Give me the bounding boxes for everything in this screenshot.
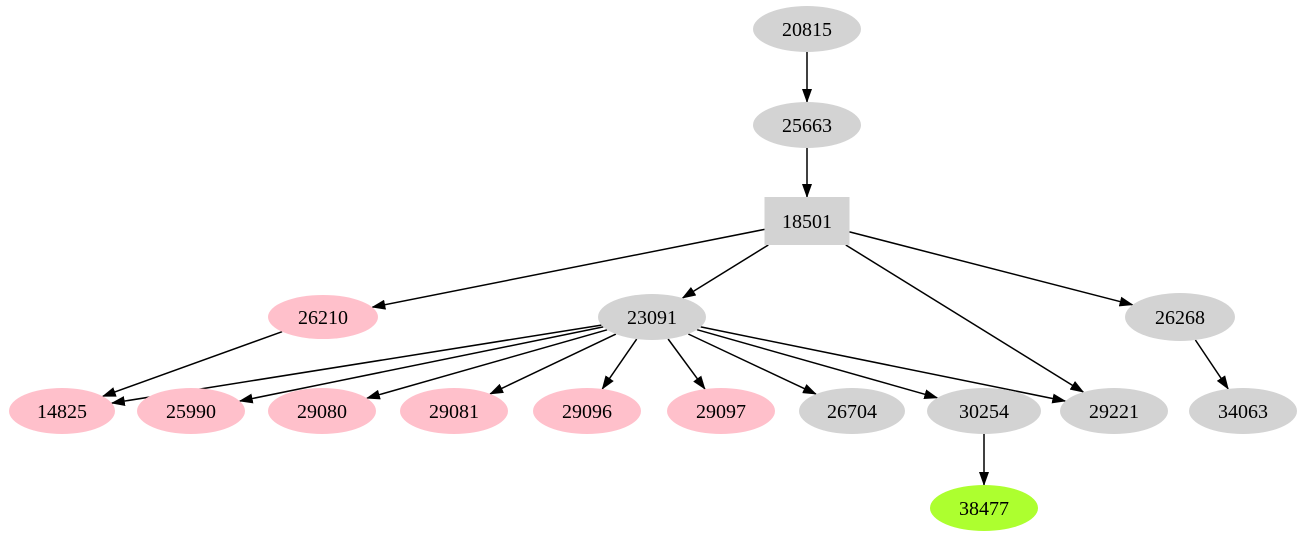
node-shape-ellipse [927, 388, 1041, 434]
node-shape-ellipse [667, 388, 775, 434]
node-label: 20815 [782, 19, 832, 41]
node-25990: 25990 [137, 388, 245, 434]
edge-23091-29081 [489, 333, 617, 395]
node-shape-ellipse [1125, 293, 1235, 341]
node-shape-ellipse [533, 388, 641, 434]
node-label: 29221 [1089, 401, 1139, 423]
edge-23091-26704 [687, 333, 817, 395]
node-label: 30254 [959, 401, 1009, 423]
node-shape-ellipse [930, 485, 1038, 531]
node-shape-ellipse [9, 388, 115, 434]
node-layer: 20815 25663 18501 26210 23091 26268 14825 25990… [9, 6, 1297, 531]
node-shape-ellipse [753, 102, 861, 148]
node-shape-ellipse [753, 6, 861, 52]
node-label: 26704 [827, 401, 877, 423]
node-label: 29097 [696, 401, 746, 423]
node-label: 29080 [297, 401, 347, 423]
node-shape-box [764, 197, 850, 245]
edge-23091-29221 [700, 326, 1067, 404]
node-shape-ellipse [799, 388, 905, 434]
node-label: 29096 [562, 401, 612, 423]
node-shape-ellipse [400, 388, 508, 434]
edge-layer [101, 52, 1229, 486]
node-label: 25663 [782, 115, 832, 137]
node-20815: 20815 [753, 6, 861, 52]
node-label: 14825 [37, 401, 87, 423]
node-23091: 23091 [598, 294, 706, 340]
node-29080: 29080 [268, 388, 376, 434]
node-label: 23091 [627, 307, 677, 329]
node-label: 25990 [166, 401, 216, 423]
edge-23091-29096 [601, 338, 638, 390]
edge-18501-26268 [849, 231, 1134, 307]
node-label: 38477 [959, 498, 1009, 520]
node-label: 18501 [782, 211, 832, 233]
edge-23091-29080 [365, 329, 608, 400]
edge-18501-23091 [681, 244, 769, 299]
node-25663: 25663 [753, 102, 861, 148]
edge-23091-25990 [238, 326, 604, 404]
node-shape-ellipse [598, 294, 706, 340]
edge-18501-26210 [371, 228, 765, 310]
node-label: 34063 [1218, 401, 1268, 423]
node-29097: 29097 [667, 388, 775, 434]
node-shape-ellipse [268, 295, 378, 339]
node-label: 26268 [1155, 307, 1205, 329]
edge-26210-14825 [101, 330, 283, 398]
node-34063: 34063 [1189, 388, 1297, 434]
edge-26268-34063 [1194, 339, 1229, 390]
node-shape-ellipse [268, 388, 376, 434]
node-14825: 14825 [9, 388, 115, 434]
edge-23091-29097 [667, 338, 706, 390]
node-shape-ellipse [137, 388, 245, 434]
node-29221: 29221 [1060, 388, 1168, 434]
node-29081: 29081 [400, 388, 508, 434]
node-label: 29081 [429, 401, 479, 423]
node-label: 26210 [298, 307, 348, 329]
node-shape-ellipse [1189, 388, 1297, 434]
node-38477: 38477 [930, 485, 1038, 531]
edge-23091-30254 [696, 328, 939, 400]
node-26704: 26704 [799, 388, 905, 434]
node-18501: 18501 [764, 197, 850, 245]
node-26210: 26210 [268, 295, 378, 339]
node-29096: 29096 [533, 388, 641, 434]
node-26268: 26268 [1125, 293, 1235, 341]
node-shape-ellipse [1060, 388, 1168, 434]
node-30254: 30254 [927, 388, 1041, 434]
edge-18501-29221 [845, 244, 1085, 393]
